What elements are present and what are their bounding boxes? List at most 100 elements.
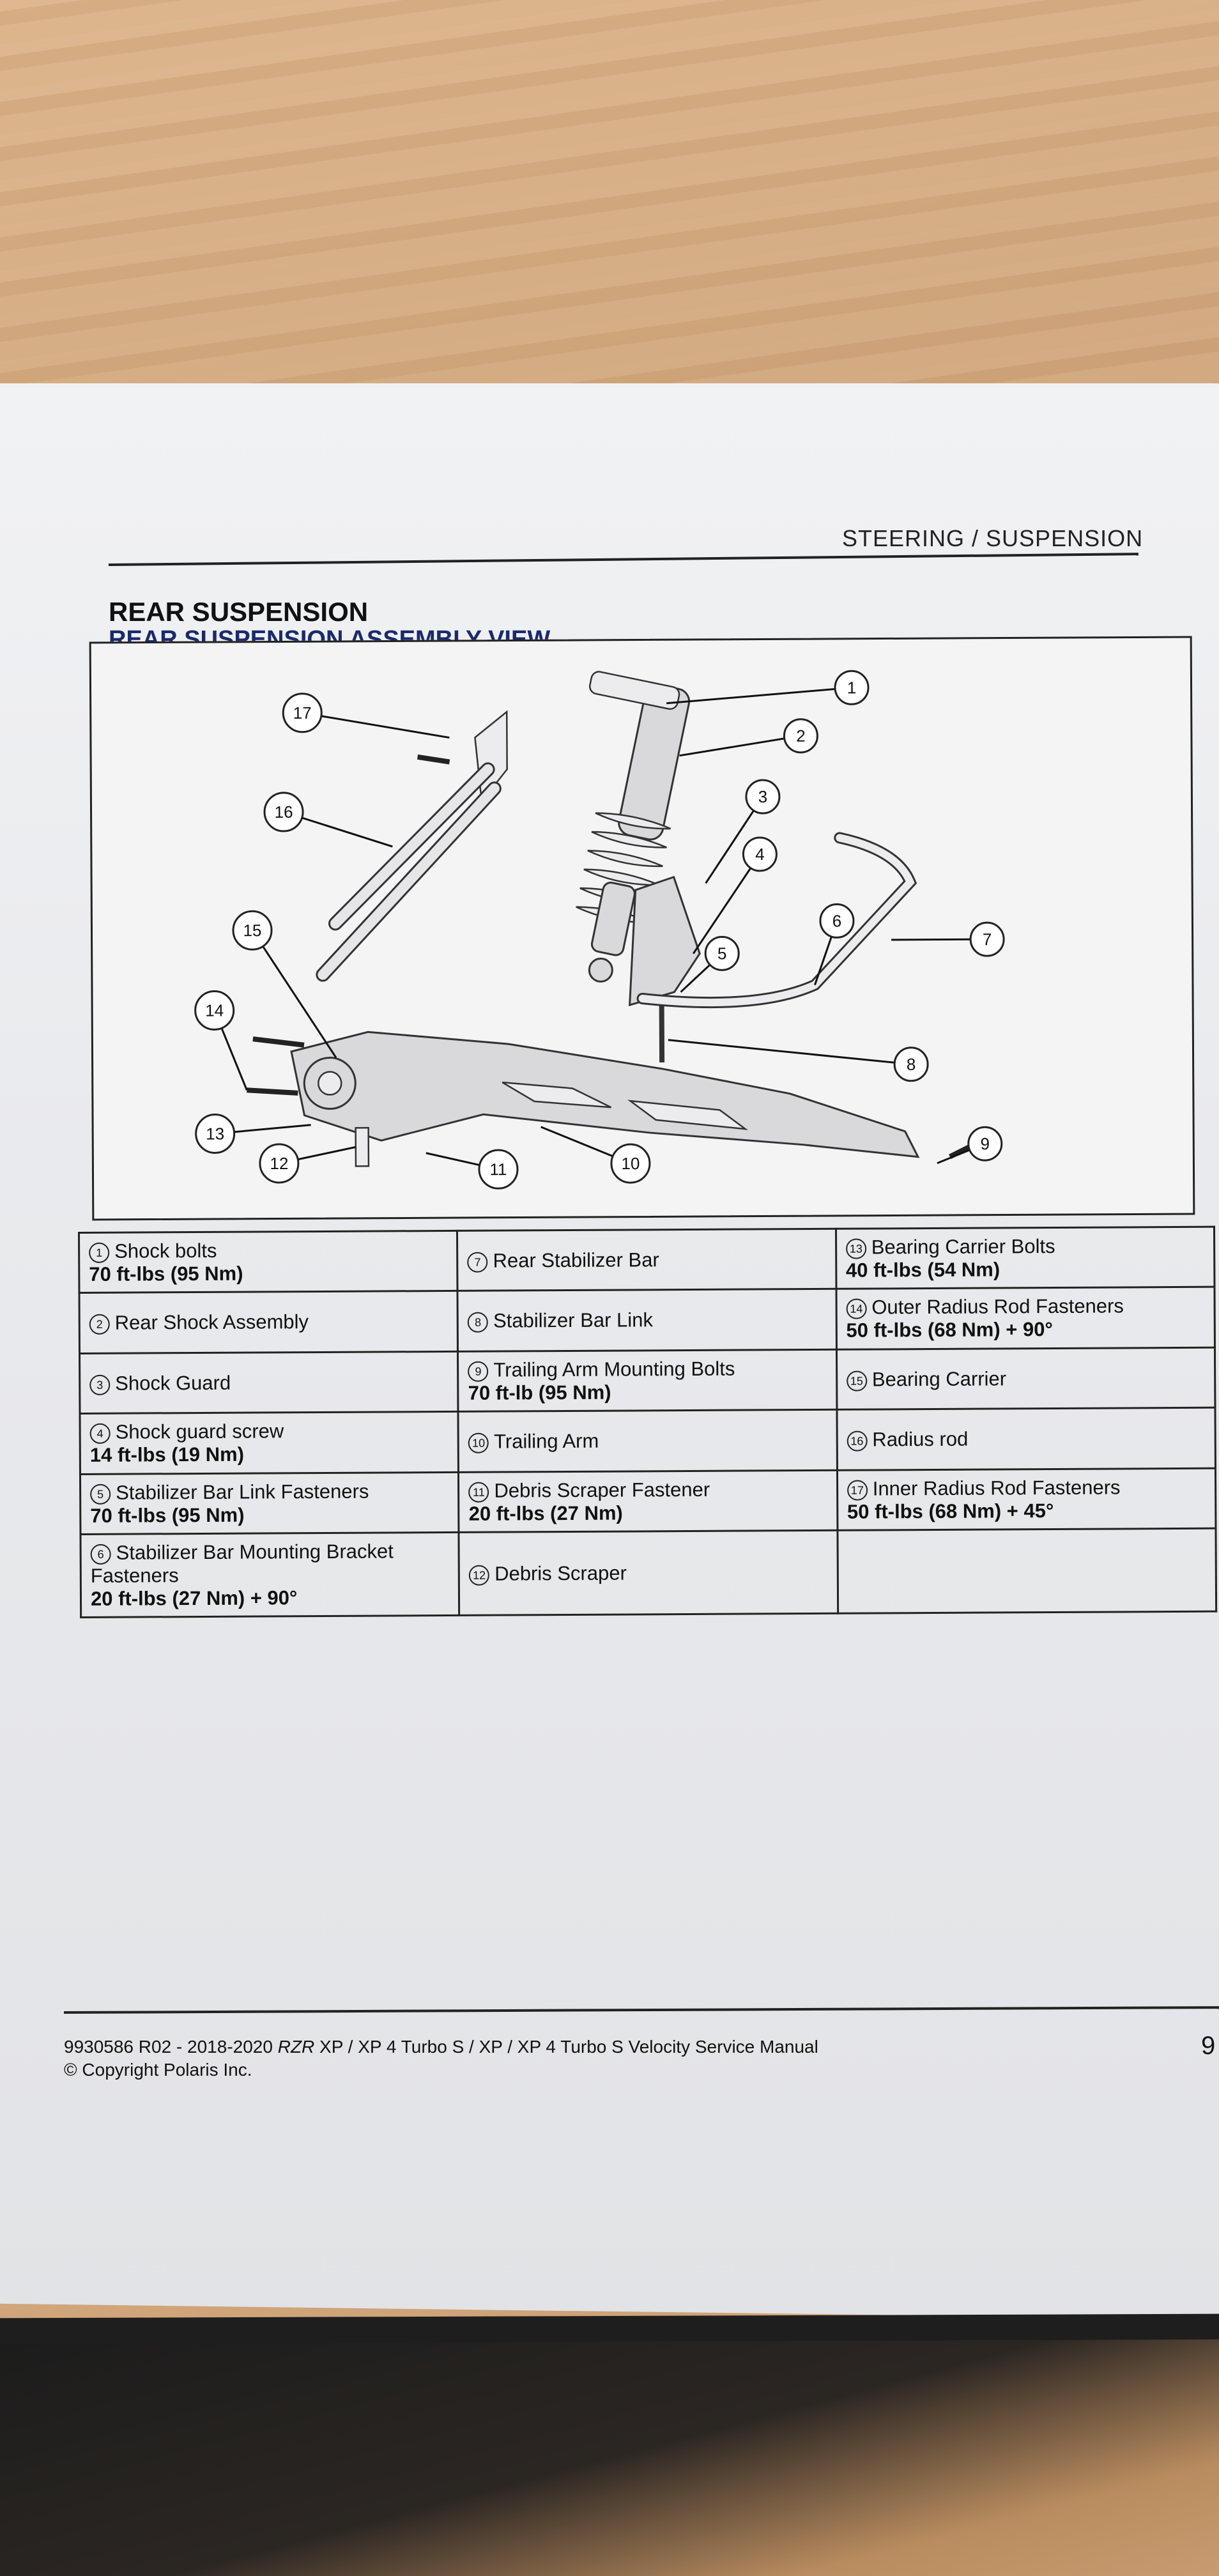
part-name: Bearing Carrier Bolts: [871, 1234, 1055, 1259]
part-name: Radius rod: [872, 1427, 969, 1451]
trailing-arm-drawing: [290, 1031, 920, 1158]
item-number-badge: 4: [89, 1423, 111, 1445]
callout-1: 1: [834, 670, 870, 705]
svg-text:7: 7: [983, 930, 992, 949]
shock-assembly-drawing: [576, 671, 691, 983]
item-number-badge: 7: [467, 1252, 488, 1273]
callout-3: 3: [745, 779, 781, 815]
callout-5: 5: [704, 935, 740, 971]
callout-16: 16: [263, 792, 304, 832]
bolt-drawing: [417, 754, 450, 765]
svg-text:10: 10: [621, 1154, 640, 1173]
part-name: Rear Stabilizer Bar: [493, 1248, 659, 1272]
table-cell: [837, 1528, 1216, 1614]
footer-text: 9930586 R02 - 2018-2020 RZR XP / XP 4 Tu…: [64, 2035, 818, 2082]
manual-title: 9930586 R02 - 2018-2020 RZR XP / XP 4 Tu…: [64, 2035, 818, 2058]
svg-text:2: 2: [796, 726, 806, 746]
torque-spec: 14 ft-lbs (19 Nm): [89, 1443, 245, 1467]
radius-rod-drawing: [316, 710, 508, 982]
item-number-badge: 10: [468, 1432, 489, 1453]
svg-text:5: 5: [717, 944, 727, 963]
part-name: Debris Scraper Fastener: [494, 1478, 710, 1502]
assembly-illustration: 1 2 3 4 5 6 7 8 9 10 11 12 13 14 15 16 1…: [194, 670, 1005, 1190]
manual-model: RZR: [277, 2037, 315, 2057]
torque-spec: 70 ft-lbs (95 Nm): [90, 1503, 245, 1527]
svg-text:17: 17: [293, 703, 312, 723]
part-name: Trailing Arm: [493, 1429, 599, 1453]
item-number-badge: 2: [89, 1314, 110, 1335]
svg-text:1: 1: [847, 678, 857, 697]
torque-spec: 40 ft-lbs (54 Nm): [845, 1258, 1000, 1282]
svg-text:3: 3: [758, 787, 768, 806]
item-number-badge: 14: [846, 1298, 867, 1319]
bolt-drawing: [252, 1036, 305, 1048]
assembly-diagram: 1 2 3 4 5 6 7 8 9 10 11 12 13 14 15 16 1…: [89, 636, 1195, 1221]
part-name: Debris Scraper: [494, 1561, 627, 1585]
callout-7: 7: [969, 921, 1005, 957]
shock-guard-drawing: [629, 875, 701, 1007]
svg-text:6: 6: [832, 911, 842, 930]
svg-text:12: 12: [270, 1154, 288, 1173]
binder-cover-background: [0, 2338, 1219, 2576]
item-number-badge: 13: [845, 1238, 866, 1259]
item-number-badge: 1: [89, 1242, 110, 1263]
svg-text:9: 9: [980, 1134, 990, 1153]
item-number-badge: 16: [847, 1430, 868, 1452]
callout-15: 15: [232, 910, 273, 951]
svg-text:8: 8: [907, 1055, 916, 1074]
svg-text:14: 14: [205, 1000, 224, 1020]
item-number-badge: 17: [847, 1480, 868, 1501]
manual-id: 9930586 R02 - 2018-2020: [64, 2037, 278, 2057]
callout-13: 13: [195, 1114, 236, 1154]
callout-17: 17: [282, 693, 323, 733]
torque-spec: 20 ft-lbs (27 Nm): [468, 1501, 623, 1525]
torque-spec: 70 ft-lb (95 Nm): [468, 1381, 611, 1404]
manual-name: XP / XP 4 Turbo S / XP / XP 4 Turbo S Ve…: [314, 2037, 818, 2057]
item-number-badge: 8: [467, 1312, 489, 1333]
bolt-drawing: [247, 1087, 298, 1096]
part-name: Stabilizer Bar Link: [493, 1308, 653, 1332]
callout-11: 11: [478, 1149, 519, 1190]
item-number-badge: 5: [90, 1483, 111, 1505]
part-name: Shock Guard: [115, 1371, 231, 1395]
item-number-badge: 15: [846, 1370, 867, 1392]
page-number: 9: [1201, 2032, 1216, 2060]
callout-8: 8: [893, 1046, 929, 1082]
callout-9: 9: [967, 1126, 1003, 1162]
callout-4: 4: [742, 836, 778, 872]
part-name: Stabilizer Bar Link Fasteners: [116, 1480, 369, 1504]
part-name: Stabilizer Bar Mounting Bracket Fastener…: [90, 1540, 394, 1587]
svg-text:11: 11: [489, 1160, 507, 1179]
part-name: Inner Radius Rod Fasteners: [872, 1476, 1121, 1500]
callout-12: 12: [259, 1143, 300, 1184]
torque-spec: 70 ft-lbs (95 Nm): [89, 1262, 243, 1285]
svg-text:4: 4: [755, 845, 765, 864]
part-name: Rear Shock Assembly: [114, 1310, 309, 1334]
part-name: Shock bolts: [114, 1239, 217, 1262]
callout-10: 10: [610, 1143, 651, 1184]
callout-2: 2: [783, 718, 818, 754]
svg-text:13: 13: [206, 1124, 224, 1143]
part-name: Shock guard screw: [115, 1420, 284, 1444]
callout-6: 6: [819, 903, 855, 939]
section-title: REAR SUSPENSION: [109, 597, 369, 627]
svg-text:16: 16: [274, 802, 293, 822]
